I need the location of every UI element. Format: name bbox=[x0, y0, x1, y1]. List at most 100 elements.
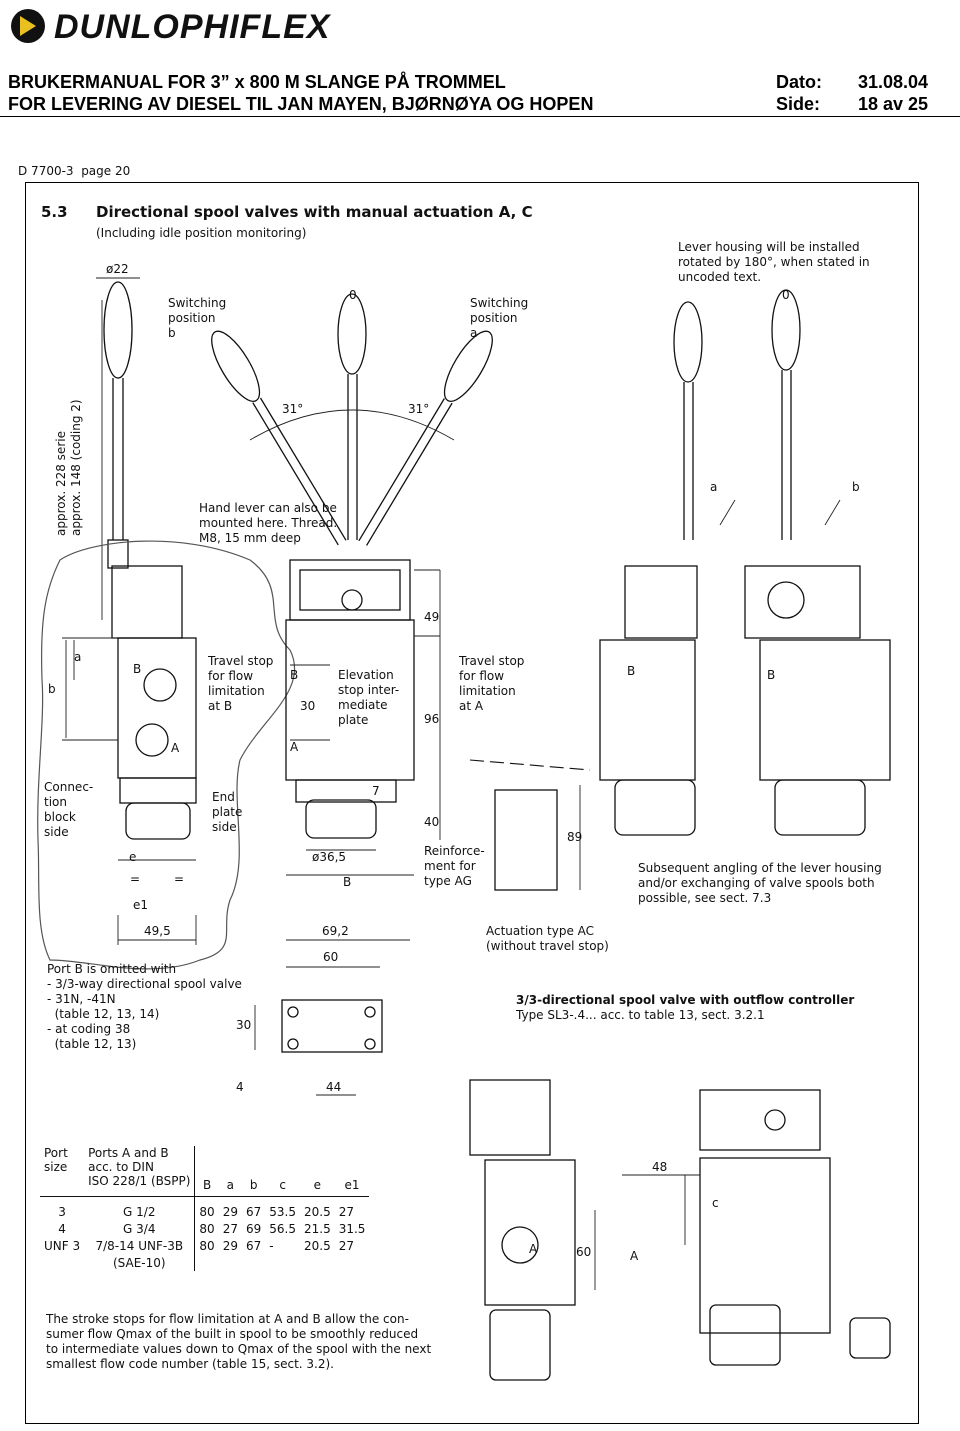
dim-49: 49 bbox=[424, 610, 440, 624]
table-header-cell: Port size bbox=[44, 1146, 68, 1174]
actuation-ac-drawing bbox=[469, 759, 591, 891]
table-row-note: (SAE-10) bbox=[84, 1254, 196, 1271]
table-header-cell: B bbox=[202, 1178, 212, 1192]
table-cell: UNF 3 bbox=[44, 1238, 81, 1253]
doc-reference: D 7700-3 page 20 bbox=[18, 164, 131, 178]
table-row: (SAE-10) bbox=[40, 1254, 369, 1271]
dim-phi36-5: ø36,5 bbox=[312, 850, 347, 864]
port-a-label-sl3-right: A bbox=[630, 1249, 639, 1263]
subsequent-angling-note: Subsequent angling of the lever housing … bbox=[638, 861, 882, 905]
table-cell: 80 bbox=[199, 1238, 215, 1253]
lever-b-label: b bbox=[852, 480, 860, 494]
table-cell: 20.5 bbox=[303, 1238, 331, 1253]
travel-stop-b: Travel stop for flow limitation at B bbox=[208, 654, 274, 713]
section-number: 5.3 bbox=[41, 203, 68, 221]
dim-b: B bbox=[343, 875, 352, 889]
table-header-cell: b bbox=[249, 1178, 258, 1192]
table-cell: 56.5 bbox=[269, 1221, 296, 1236]
table-row: UNF 3 7/8-14 UNF-3B 80 29 67 - 20.5 27 bbox=[40, 1237, 369, 1254]
dim-96: 96 bbox=[424, 712, 440, 726]
dim-89: 89 bbox=[567, 830, 583, 844]
sl3-subtitle: Type SL3-.4... acc. to table 13, sect. 3… bbox=[516, 1008, 765, 1022]
table-header-cell: c bbox=[279, 1178, 286, 1192]
table-header-row: Port size Ports A and B acc. to DIN ISO … bbox=[40, 1146, 369, 1197]
dim-b-left: b bbox=[48, 682, 56, 696]
approx-length-note: approx. 228 serie approx. 148 (coding 2) bbox=[54, 399, 83, 536]
highlight-outline bbox=[37, 540, 296, 970]
drawing-frame bbox=[25, 182, 919, 1424]
logo-wordmark: DUNLOPHIFLEX bbox=[54, 8, 332, 46]
dim-equal-right: = bbox=[174, 872, 185, 886]
table-cell-empty bbox=[40, 1254, 84, 1271]
dim-48: 48 bbox=[652, 1160, 668, 1174]
port-a-label-front: A bbox=[290, 740, 299, 754]
top-view-drawing bbox=[254, 939, 410, 1096]
dim-c: c bbox=[712, 1196, 719, 1210]
table-cell: 80 bbox=[199, 1221, 215, 1236]
table-cell: 21.5 bbox=[303, 1221, 331, 1236]
table-header-cell: e1 bbox=[344, 1178, 360, 1192]
table-header-cell: Ports A and B acc. to DIN ISO 228/1 (BSP… bbox=[84, 1146, 196, 1197]
date-value: 31.08.04 bbox=[858, 72, 929, 92]
dim-7: 7 bbox=[372, 784, 380, 798]
angle-right: 31° bbox=[408, 402, 430, 416]
table-cell: 29 bbox=[222, 1238, 238, 1253]
dim-40: 40 bbox=[424, 815, 440, 829]
hand-lever-note: Hand lever can also be mounted here. Thr… bbox=[199, 501, 338, 545]
table-cell: 67 bbox=[245, 1238, 262, 1253]
port-size-table: Port size Ports A and B acc. to DIN ISO … bbox=[40, 1146, 370, 1271]
dim-30-top-view: 30 bbox=[236, 1018, 252, 1032]
table-cell: 4 bbox=[58, 1221, 66, 1236]
dim-phi22: ø22 bbox=[106, 262, 129, 276]
zero-position-right: 0 bbox=[782, 288, 790, 302]
table-cell: G 1/2 bbox=[84, 1196, 196, 1220]
dim-49-5: 49,5 bbox=[144, 924, 171, 938]
table-cell: G 3/4 bbox=[84, 1220, 196, 1237]
sl3-drawing bbox=[469, 1079, 891, 1381]
page-label: Side: bbox=[776, 94, 821, 114]
section-title: Directional spool valves with manual act… bbox=[96, 203, 533, 221]
port-b-label-front: B bbox=[290, 668, 299, 682]
table-cell: 53.5 bbox=[269, 1204, 296, 1219]
table-cell: - bbox=[269, 1238, 274, 1253]
date-label: Dato: bbox=[776, 72, 822, 92]
header-title-line1: BRUKERMANUAL FOR 3” x 800 M SLANGE PÅ TR… bbox=[8, 72, 506, 92]
lever-housing-note: Lever housing will be installed rotated … bbox=[678, 240, 870, 284]
dim-e1: e1 bbox=[133, 898, 149, 912]
travel-stop-a: Travel stop for flow limitation at A bbox=[459, 654, 525, 713]
table-cell: 27 bbox=[338, 1238, 354, 1253]
table-row: 4 G 3/4 80 27 69 56.5 21.5 31.5 bbox=[40, 1220, 369, 1237]
port-b-label-right: B bbox=[767, 668, 776, 682]
table-cell: 31.5 bbox=[338, 1221, 366, 1236]
dunlop-hiflex-logo: DUNLOPHIFLEX bbox=[11, 8, 332, 46]
header-title-line2: FOR LEVERING AV DIESEL TIL JAN MAYEN, BJ… bbox=[8, 94, 594, 114]
table-row: 3 G 1/2 80 29 67 53.5 20.5 27 bbox=[40, 1196, 370, 1220]
port-a-label: A bbox=[171, 741, 180, 755]
connection-block-side: Connec- tion block side bbox=[44, 780, 94, 839]
right-side-drawing bbox=[599, 289, 891, 836]
table-header-cell: a bbox=[226, 1178, 235, 1192]
angle-left: 31° bbox=[282, 402, 304, 416]
stroke-stop-note: The stroke stops for flow limitation at … bbox=[46, 1312, 432, 1371]
port-b-label-side: B bbox=[627, 664, 636, 678]
page-value: 18 av 25 bbox=[858, 94, 929, 114]
dim-e: e bbox=[129, 850, 137, 864]
dim-4: 4 bbox=[236, 1080, 244, 1094]
table-header-cell: e bbox=[313, 1178, 322, 1192]
actuation-ac-note: Actuation type AC (without travel stop) bbox=[486, 924, 609, 953]
table-cell: 29 bbox=[222, 1204, 238, 1219]
end-plate-side: End plate side bbox=[212, 790, 243, 834]
table-cell: 80 bbox=[199, 1204, 215, 1219]
table-cell: 27 bbox=[338, 1204, 354, 1219]
dim-a: a bbox=[74, 650, 82, 664]
left-lever-drawing bbox=[62, 277, 197, 945]
dim-equal-left: = bbox=[130, 872, 141, 886]
dim-30: 30 bbox=[300, 699, 316, 713]
table-cell: 69 bbox=[245, 1221, 262, 1236]
header-divider bbox=[0, 116, 960, 117]
sl3-title: 3/3-directional spool valve with outflow… bbox=[516, 993, 855, 1007]
table-cell: 20.5 bbox=[303, 1204, 331, 1219]
table-cell: 67 bbox=[245, 1204, 262, 1219]
table-cell: 7/8-14 UNF-3B bbox=[84, 1237, 196, 1254]
